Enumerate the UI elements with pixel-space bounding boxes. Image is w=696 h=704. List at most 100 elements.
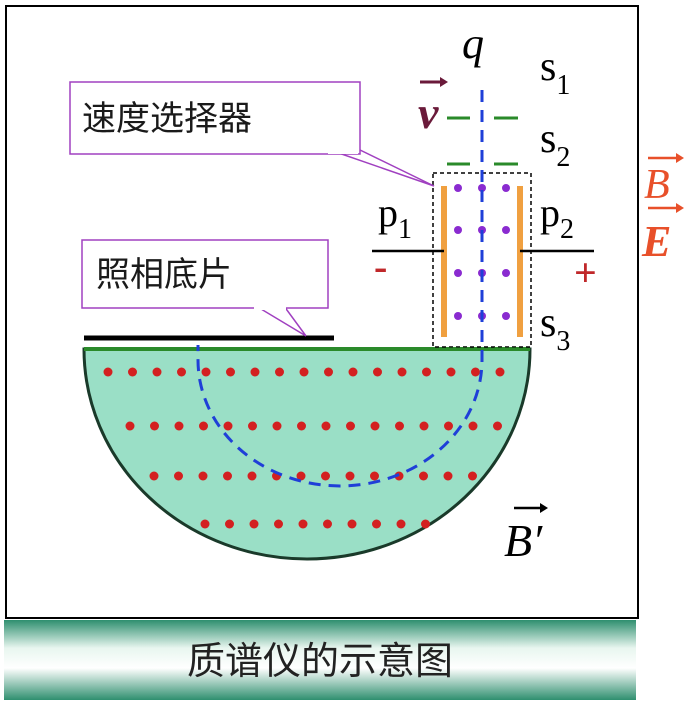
b-prime-dot [297,421,306,431]
b-prime-dot [225,519,234,529]
b-field-dot [502,312,510,320]
svg-text:v: v [418,87,439,138]
svg-text:B′: B′ [504,515,543,566]
b-prime-dot [174,421,184,431]
b-prime-dot [422,367,431,377]
caption-band [4,620,636,700]
outer-frame [5,5,639,619]
b-prime-dot [200,519,210,529]
callout-photo-plate-text: 照相底片 [96,255,232,295]
b-prime-dot [103,367,113,377]
b-prime-dot [296,471,306,481]
b-prime-dot [125,421,135,431]
b-prime-dot [370,421,380,431]
b-prime-dot [177,367,186,377]
b-field-dot [502,184,510,192]
deflection-chamber [82,347,532,561]
b-field-dot [478,184,486,192]
b-prime-dot [321,421,331,431]
plate-p2-label: p [540,190,560,235]
b-prime-dot [468,471,477,481]
minus-sign: - [374,244,387,289]
plus-sign: + [574,250,597,295]
b-field-dot [502,269,510,277]
b-prime-dot [493,421,502,431]
svg-text:s1: s1 [540,44,570,101]
b-prime-dot [223,471,232,481]
b-prime-dot [226,367,235,377]
slit-s2-label: s [540,116,556,162]
b-prime-dot [346,421,355,431]
b-prime-dot [323,519,332,529]
b-prime-dot [321,471,330,481]
e-field-label: E [641,203,684,266]
b-prime-label: B′ [504,503,548,566]
b-prime-field-dots [103,367,505,529]
svg-text:p1: p1 [378,190,412,245]
particle-path [196,90,484,488]
b-prime-dot [345,471,355,481]
svg-text:p2: p2 [540,190,574,245]
b-prime-dot [174,471,183,481]
b-prime-dot [324,367,333,377]
slit-s3-sub: 3 [556,326,570,357]
b-prime-dot [275,367,284,377]
b-prime-dot [370,471,379,481]
b-prime-dot [495,367,505,377]
b-prime-dot [128,367,137,377]
b-prime-dot [298,519,308,529]
b-prime-dot [444,421,453,431]
b-field-dot [502,226,510,234]
caption: 质谱仪的示意图 [187,639,453,683]
plate-p1-sub: 1 [398,214,412,245]
slit-s2-sub: 2 [556,142,570,173]
b-prime-dot [149,471,159,481]
callout-photo-plate: 照相底片 [81,239,329,337]
plate-p2-sub: 2 [560,214,574,245]
b-prime-dot [395,421,404,431]
b-prime-dot [152,367,162,377]
velocity-label: v [418,77,448,138]
plate-p1-label: p [378,190,398,235]
svg-text:s2: s2 [540,116,570,173]
charge-label-q: q [462,19,484,68]
b-prime-dot [421,519,430,529]
b-prime-dot [201,367,211,377]
svg-text:E: E [641,217,671,266]
b-prime-dot [419,471,428,481]
callout-velocity-selector: 速度选择器 [69,81,435,187]
b-prime-dot [397,367,407,377]
callout-velocity-selector-text: 速度选择器 [82,99,252,139]
b-prime-dot [248,421,257,431]
b-field-dots [454,184,510,320]
b-field-dot [454,226,462,234]
slit-s1-sub: 1 [556,70,570,101]
b-prime-dot [199,421,208,431]
b-field-dot [454,269,462,277]
b-field-dot [454,184,462,192]
slit-s3-label: s [540,300,556,346]
b-prime-dot [419,421,429,431]
b-prime-dot [468,421,478,431]
b-prime-dot [299,367,309,377]
b-field-dot [454,312,462,320]
b-prime-dot [443,471,453,481]
b-prime-dot [150,421,159,431]
b-prime-dot [373,367,382,377]
slit-s1-label: s [540,44,556,90]
b-prime-dot [348,367,358,377]
svg-text:B: B [644,162,670,208]
b-prime-dot [372,519,381,529]
b-prime-dot [223,421,233,431]
b-prime-dot [198,471,208,481]
b-prime-dot [250,367,260,377]
b-prime-dot [247,471,257,481]
svg-text:s3: s3 [540,300,570,357]
b-prime-dot [471,367,480,377]
b-prime-dot [396,519,406,529]
b-prime-dot [274,519,283,529]
b-prime-dot [347,519,357,529]
b-prime-dot [446,367,456,377]
b-prime-dot [249,519,259,529]
